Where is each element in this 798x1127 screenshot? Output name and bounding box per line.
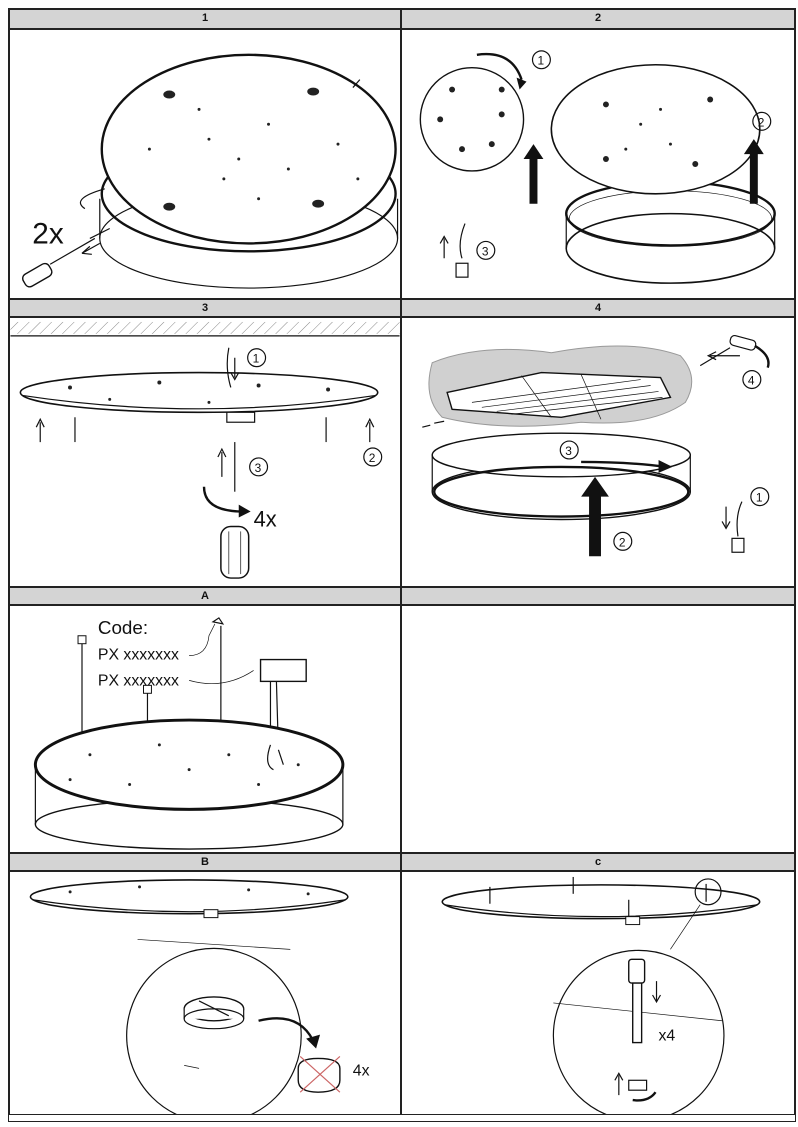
panel-header-2: 2: [401, 9, 795, 29]
panel-3-illustration: 2 1 3 4x: [9, 317, 401, 587]
panel-header-4: 4: [401, 299, 795, 317]
panel-3-drawing: 2 1 3 4x: [10, 321, 400, 579]
step-label-2: 2: [619, 535, 626, 549]
count-label: 2x: [32, 217, 64, 250]
step-label-1: 1: [756, 491, 763, 505]
arrow-up-icon: [743, 139, 764, 204]
cover-disc: [419, 67, 525, 172]
led-module-frame: [446, 371, 672, 418]
panel-4-drawing: 2 3 4 1: [422, 334, 770, 557]
step-label-1: 1: [253, 352, 260, 366]
panel-empty: [401, 605, 795, 853]
panel-b-drawing: 4x: [29, 879, 370, 1114]
code-heading: Code:: [98, 617, 148, 638]
detail-magnifier: [126, 947, 302, 1114]
lamp-housing: [33, 718, 345, 811]
screwdriver-icon: [22, 262, 53, 288]
panel-header-b: B: [9, 853, 401, 871]
panel-c-drawing: x4: [441, 876, 761, 1114]
step-label-2: 2: [369, 451, 376, 465]
panel-2-illustration: 1 2 3: [401, 29, 795, 299]
count-label: 4x: [254, 506, 277, 531]
step-label-2: 2: [758, 115, 765, 129]
code-value-2: PX xxxxxxx: [98, 672, 179, 689]
step-label-3: 3: [255, 461, 262, 475]
driver-box: [259, 658, 307, 683]
mounting-pin: [628, 958, 646, 984]
lamp-panel: [550, 63, 761, 195]
arrow-up-icon: [523, 144, 544, 204]
count-label: x4: [659, 1028, 676, 1045]
panel-header-3: 3: [9, 299, 401, 317]
step-label-1: 1: [537, 54, 544, 68]
mounting-plate: [19, 371, 379, 414]
panel-2-drawing: 1 2 3: [419, 50, 776, 284]
panel-header-1: 1: [9, 9, 401, 29]
panel-c-illustration: x4: [401, 871, 795, 1115]
step-label-3: 3: [482, 244, 489, 258]
panel-a-illustration: Code: PX xxxxxxx PX xxxxxxx: [9, 605, 401, 853]
panel-a-drawing: Code: PX xxxxxxx PX xxxxxxx: [33, 617, 345, 850]
screwdriver-icon: [220, 525, 250, 579]
panel-header-a: A: [9, 587, 401, 605]
panel-header-c: c: [401, 853, 795, 871]
screwdriver-icon: [729, 334, 757, 351]
step-label-4: 4: [748, 374, 755, 388]
panel-1-illustration: 2x: [9, 29, 401, 299]
panel-4-illustration: 2 3 4 1: [401, 317, 795, 587]
code-value-1: PX xxxxxxx: [98, 647, 179, 664]
panel-b-illustration: 4x: [9, 871, 401, 1115]
count-label: 4x: [353, 1062, 370, 1079]
step-label-3: 3: [565, 444, 572, 458]
light-fixture-disc: [100, 53, 397, 245]
mounting-plate: [441, 884, 761, 920]
mounting-plate: [29, 879, 349, 915]
panel-header-empty: [401, 587, 795, 605]
panel-1-drawing: 2x: [22, 53, 399, 289]
instruction-sheet: 1 2 2x: [8, 8, 796, 1122]
